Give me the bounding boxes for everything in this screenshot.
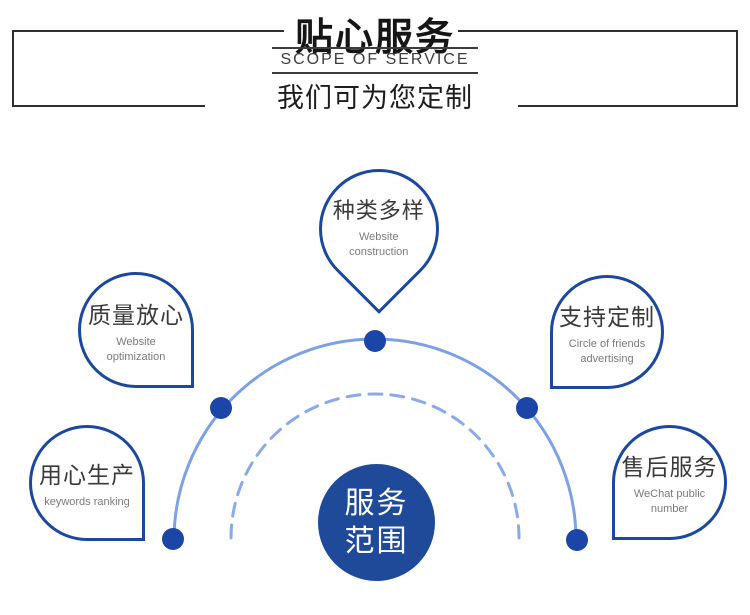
balloon-production: 用心生产 keywords ranking <box>29 425 145 541</box>
balloon-title: 售后服务 <box>621 454 718 481</box>
arc-dot-left <box>162 528 184 550</box>
page-title: 贴心服务 <box>294 17 455 59</box>
balloon-content: 支持定制 Circle of friends advertising <box>553 298 661 367</box>
balloon-title: 质量放心 <box>88 301 184 328</box>
frame-line-bottom-right <box>518 105 738 107</box>
arc-dot-top <box>364 330 386 352</box>
balloon-customization: 支持定制 Circle of friends advertising <box>550 275 664 389</box>
balloon-title: 支持定制 <box>559 303 655 330</box>
frame-line-left <box>12 30 14 107</box>
center-circle-line2: 范围 <box>344 524 409 558</box>
center-circle-service-scope: 服务 范围 <box>318 464 435 581</box>
balloon-title: 用心生产 <box>39 462 135 489</box>
balloon-content: 质量放心 Website optimization <box>81 296 191 365</box>
center-circle-line1: 服务 <box>344 487 409 520</box>
subtitle-wrap: SCOPE OF SERVICE <box>0 47 750 74</box>
balloon-subtitle: Circle of friends advertising <box>568 337 646 365</box>
arc-dot-right <box>566 529 588 551</box>
balloon-subtitle: Website optimization <box>106 335 166 363</box>
balloon-subtitle: keywords ranking <box>44 496 130 509</box>
arc-dot-right-mid <box>516 397 538 419</box>
page-tagline: 我们可为您定制 <box>277 83 473 113</box>
balloon-content: 售后服务 WeChat public number <box>615 448 724 517</box>
balloon-aftersales: 售后服务 WeChat public number <box>612 425 727 540</box>
balloon-quality: 质量放心 Website optimization <box>78 272 194 388</box>
balloon-content: 用心生产 keywords ranking <box>32 456 142 510</box>
frame-line-right <box>736 30 738 107</box>
balloon-title: 种类多样 <box>332 197 425 223</box>
balloon-subtitle: Website construction <box>349 230 409 258</box>
balloon-content: 种类多样 Website construction <box>322 193 436 260</box>
arc-dot-left-mid <box>210 397 232 419</box>
frame-line-bottom-left <box>12 105 205 107</box>
inner-dashed-arc <box>229 392 521 540</box>
page-subtitle: SCOPE OF SERVICE <box>272 47 478 74</box>
frame-line-top-left <box>12 30 284 32</box>
frame-line-top-right <box>458 30 738 32</box>
balloon-subtitle: WeChat public number <box>633 488 706 515</box>
